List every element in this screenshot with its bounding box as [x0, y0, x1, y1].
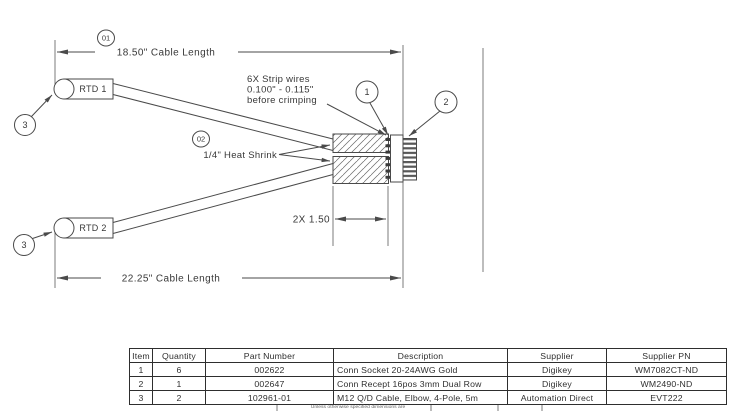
flag-note-01-balloon: [97, 29, 115, 47]
strip-note-line2: 0.100" - 0.115": [247, 85, 314, 96]
bom-cell-part-number: 002622: [205, 362, 334, 377]
heat-shrink-label: 1/4" Heat Shrink: [203, 150, 277, 161]
balloon-item3-top-text: 3: [22, 120, 27, 130]
bom-cell-part-number: 002647: [205, 376, 334, 391]
strip-note-line3: before crimping: [247, 95, 317, 106]
bom-cell-quantity: 6: [152, 362, 206, 377]
rtd2-cable-top: [112, 163, 334, 223]
balloon1-leader: [369, 102, 389, 136]
bom-header-item: Item: [129, 348, 153, 363]
rtd1-probe-tip: [53, 78, 75, 100]
bom-header-row: Item Quantity Part Number Description Su…: [129, 348, 727, 363]
bom-header-quantity: Quantity: [152, 348, 206, 363]
m12-threads: [402, 138, 417, 181]
balloon3-top-leader: [30, 94, 53, 118]
bom-cell-supplier-pn: WM2490-ND: [606, 376, 727, 391]
heat-shrink-bottom: [332, 156, 389, 184]
bom-cell-supplier: Digikey: [507, 362, 607, 377]
dim-shrink-label: 2X 1.50: [293, 215, 330, 226]
bom-cell-part-number: 102961-01: [205, 390, 334, 405]
balloon-item2: [434, 90, 458, 114]
crimp-contact: [385, 169, 391, 173]
bom-cell-description: Conn Recept 16pos 3mm Dual Row: [333, 376, 508, 391]
bom-cell-supplier: Automation Direct: [507, 390, 607, 405]
strip-note-line1: 6X Strip wires: [247, 74, 310, 85]
bom-table: Item Quantity Part Number Description Su…: [129, 348, 727, 405]
crimp-contact: [385, 156, 391, 160]
dimension-bottom-cable-length: 22.25" Cable Length: [57, 274, 401, 285]
strip-wires-note: 6X Strip wires 0.100" - 0.115" before cr…: [247, 74, 387, 136]
balloon-item3-bottom-text: 3: [21, 240, 26, 250]
heat-shrink-leader-bottom: [278, 154, 331, 163]
rtd1-assembly: RTD 1: [53, 78, 334, 151]
bom-header-part-number: Part Number: [205, 348, 334, 363]
heat-shrink-top: [332, 133, 389, 153]
balloon-item2-text: 2: [443, 97, 448, 107]
crimp-contact: [385, 175, 391, 179]
flag-note-02-balloon: [192, 130, 210, 148]
bom-cell-quantity: 1: [152, 376, 206, 391]
bom-cell-item: 3: [129, 390, 153, 405]
bom-header-description: Description: [333, 348, 508, 363]
bom-cell-supplier: Digikey: [507, 376, 607, 391]
bom-cell-item: 2: [129, 376, 153, 391]
rtd2-cable-bottom: [112, 174, 334, 234]
balloon3-bottom-leader: [30, 231, 53, 240]
rtd1-cable-top: [112, 83, 334, 140]
flag-note-02-text: 02: [197, 135, 205, 144]
dimension-top-cable-length: 18.50" Cable Length 01: [57, 29, 401, 59]
crimp-contact: [385, 138, 391, 141]
heat-shrink-leader-top: [278, 144, 331, 155]
crimp-contact: [385, 163, 391, 167]
flag-note-01-text: 01: [102, 34, 110, 43]
bom-cell-quantity: 2: [152, 390, 206, 405]
connector-detail: [385, 134, 417, 183]
bom-cell-description: Conn Socket 20-24AWG Gold: [333, 362, 508, 377]
item-balloons: 1 2 3 3: [13, 80, 458, 256]
bom-cell-item: 1: [129, 362, 153, 377]
bom-cell-supplier-pn: WM7082CT-ND: [606, 362, 727, 377]
rtd1-cable-bottom: [112, 94, 334, 151]
rtd2-label: RTD 2: [79, 223, 106, 233]
rtd2-probe-tip: [53, 217, 75, 239]
tolerance-note-clipped: Unless otherwise specified dimensions ar…: [310, 404, 406, 410]
strip-note-leader: [326, 103, 387, 136]
balloon-item3-bottom: [13, 234, 35, 256]
dim-top-label: 18.50" Cable Length: [117, 48, 215, 59]
crimp-contact: [385, 150, 391, 154]
rtd2-assembly: RTD 2: [53, 163, 334, 239]
bom-row-2: 2 1 002647 Conn Recept 16pos 3mm Dual Ro…: [129, 376, 727, 391]
bom-cell-supplier-pn: EVT222: [606, 390, 727, 405]
bom-row-1: 1 6 002622 Conn Socket 20-24AWG Gold Dig…: [129, 362, 727, 377]
bom-header-supplier: Supplier: [507, 348, 607, 363]
balloon2-leader: [408, 110, 441, 137]
balloon-item1-text: 1: [364, 87, 369, 97]
balloon-item1: [355, 80, 379, 104]
title-block-clipped-lines: [276, 404, 543, 411]
rtd1-label: RTD 1: [79, 84, 106, 94]
dimension-heat-shrink-length: 2X 1.50: [293, 215, 386, 226]
heat-shrink-note: 02 1/4" Heat Shrink: [192, 130, 331, 163]
bom-row-3: 3 2 102961-01 M12 Q/D Cable, Elbow, 4-Po…: [129, 390, 727, 405]
balloon-item3-top: [14, 114, 36, 136]
bom-header-supplier-pn: Supplier PN: [606, 348, 727, 363]
crimp-contact: [385, 144, 391, 148]
connector-housing: [390, 134, 404, 183]
bom-cell-description: M12 Q/D Cable, Elbow, 4-Pole, 5m: [333, 390, 508, 405]
heat-shrink-sleeves: [332, 133, 389, 184]
dim-bottom-label: 22.25" Cable Length: [122, 274, 220, 285]
